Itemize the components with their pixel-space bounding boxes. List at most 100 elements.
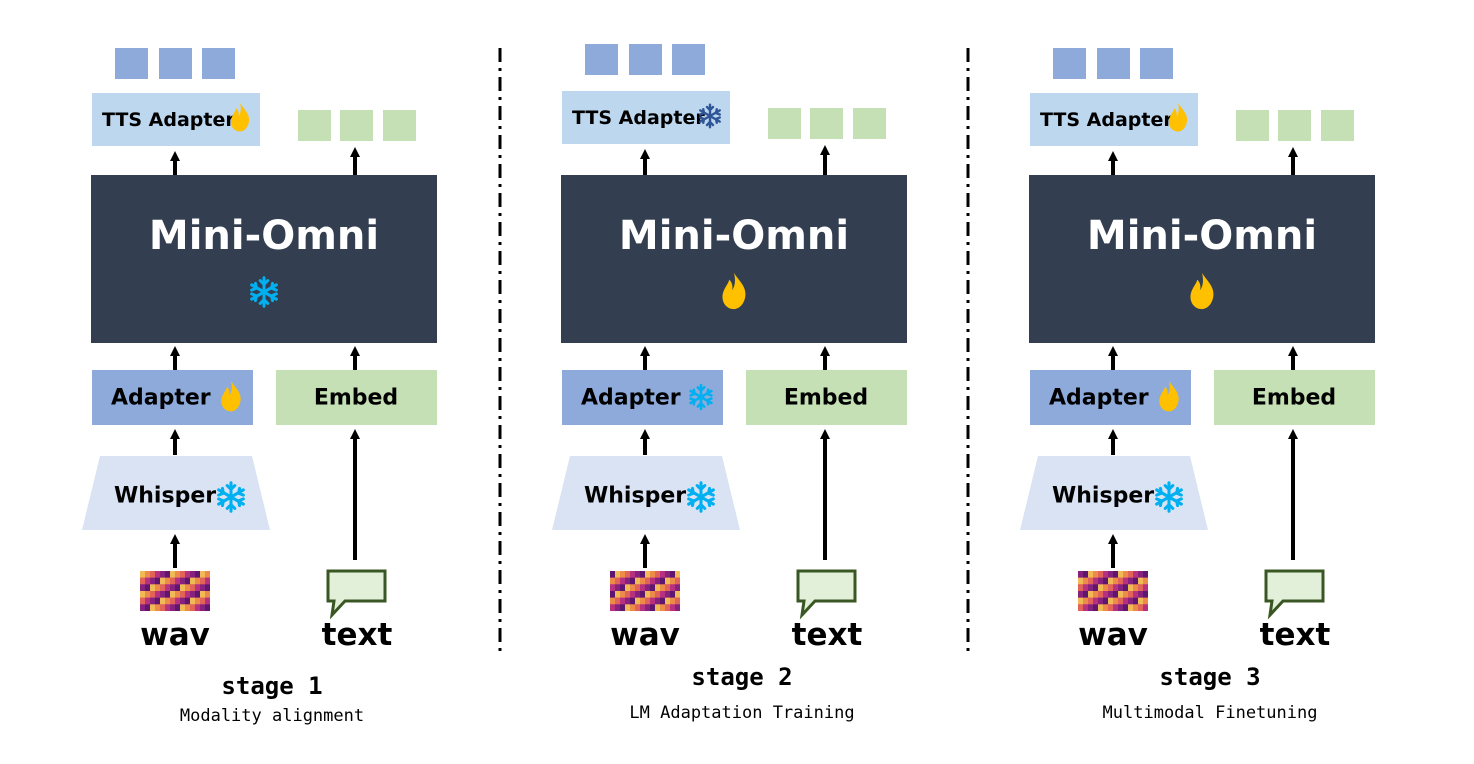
spectrogram-cell bbox=[180, 571, 185, 578]
spectrogram-cell bbox=[195, 604, 200, 612]
spectrogram-cell bbox=[190, 577, 195, 585]
spectrogram-cell bbox=[665, 584, 670, 592]
spectrogram-cell bbox=[620, 577, 625, 585]
text-token bbox=[1278, 110, 1311, 141]
tts-adapter-label: TTS Adapter bbox=[1040, 109, 1173, 131]
spectrogram-cell bbox=[1113, 577, 1118, 585]
spectrogram-cell bbox=[1128, 577, 1133, 585]
spectrogram-cell bbox=[610, 584, 615, 592]
spectrogram-cell bbox=[195, 591, 200, 598]
spectrogram-cell bbox=[175, 571, 180, 578]
spectrogram-cell bbox=[675, 571, 680, 578]
spectrogram-cell bbox=[185, 571, 190, 578]
spectrogram-cell bbox=[625, 584, 630, 592]
text-label: text bbox=[322, 617, 393, 653]
spectrogram-cell bbox=[165, 584, 170, 592]
text-token bbox=[383, 110, 416, 141]
spectrogram-cell bbox=[645, 597, 650, 605]
audio-token bbox=[629, 44, 662, 75]
spectrogram-cell bbox=[625, 571, 630, 578]
spectrogram-cell bbox=[190, 584, 195, 592]
stage-subtitle: Multimodal Finetuning bbox=[1103, 703, 1318, 723]
stage-title: stage 1 bbox=[221, 672, 322, 700]
spectrogram-cell bbox=[1123, 591, 1128, 598]
spectrogram-cell bbox=[185, 577, 190, 585]
text-token bbox=[768, 108, 801, 139]
spectrogram-cell bbox=[640, 604, 645, 612]
spectrogram-cell bbox=[160, 591, 165, 598]
text-label: text bbox=[1260, 617, 1331, 653]
spectrogram-cell bbox=[1143, 591, 1148, 598]
text-token bbox=[1236, 110, 1269, 141]
mini-omni-core bbox=[91, 175, 437, 343]
spectrogram-cell bbox=[650, 597, 655, 605]
spectrogram-cell bbox=[140, 571, 145, 578]
spectrogram-cell bbox=[195, 571, 200, 578]
wav-label: wav bbox=[1078, 617, 1148, 653]
spectrogram-cell bbox=[1103, 584, 1108, 592]
mini-omni-label: Mini-Omni bbox=[1087, 213, 1317, 259]
spectrogram-cell bbox=[155, 604, 160, 612]
stage-subtitle: LM Adaptation Training bbox=[629, 703, 854, 723]
embed-label: Embed bbox=[314, 386, 398, 411]
spectrogram-cell bbox=[175, 577, 180, 585]
whisper-label: Whisper bbox=[114, 484, 216, 509]
spectrogram-cell bbox=[610, 571, 615, 578]
spectrogram-icon bbox=[140, 571, 210, 612]
mini-omni-label: Mini-Omni bbox=[149, 213, 379, 259]
spectrogram-cell bbox=[620, 591, 625, 598]
spectrogram-cell bbox=[1113, 604, 1118, 612]
mini-omni-core bbox=[1029, 175, 1375, 343]
spectrogram-cell bbox=[655, 591, 660, 598]
spectrogram-cell bbox=[670, 591, 675, 598]
spectrogram-cell bbox=[1078, 604, 1083, 612]
spectrogram-cell bbox=[155, 597, 160, 605]
spectrogram-cell bbox=[1088, 571, 1093, 578]
spectrogram-cell bbox=[635, 597, 640, 605]
spectrogram-cell bbox=[1138, 597, 1143, 605]
stage-subtitle: Modality alignment bbox=[180, 706, 364, 726]
audio-token bbox=[585, 44, 618, 75]
spectrogram-cell bbox=[145, 597, 150, 605]
spectrogram-cell bbox=[1138, 604, 1143, 612]
spectrogram-cell bbox=[670, 604, 675, 612]
spectrogram-cell bbox=[630, 591, 635, 598]
spectrogram-cell bbox=[645, 604, 650, 612]
spectrogram-cell bbox=[630, 584, 635, 592]
spectrogram-cell bbox=[155, 571, 160, 578]
spectrogram-cell bbox=[1088, 577, 1093, 585]
spectrogram-cell bbox=[1103, 591, 1108, 598]
spectrogram-cell bbox=[640, 591, 645, 598]
text-token bbox=[1321, 110, 1354, 141]
embed-label: Embed bbox=[1252, 386, 1336, 411]
spectrogram-cell bbox=[180, 591, 185, 598]
spectrogram-cell bbox=[670, 571, 675, 578]
spectrogram-cell bbox=[1093, 591, 1098, 598]
spectrogram-cell bbox=[635, 584, 640, 592]
spectrogram-cell bbox=[1123, 584, 1128, 592]
spectrogram-cell bbox=[1078, 591, 1083, 598]
spectrogram-cell bbox=[610, 604, 615, 612]
spectrogram-cell bbox=[615, 571, 620, 578]
spectrogram-cell bbox=[675, 584, 680, 592]
wav-label: wav bbox=[610, 617, 680, 653]
spectrogram-icon bbox=[1078, 571, 1148, 612]
text-token bbox=[340, 110, 373, 141]
spectrogram-cell bbox=[205, 604, 210, 612]
spectrogram-cell bbox=[1083, 577, 1088, 585]
spectrogram-cell bbox=[185, 584, 190, 592]
spectrogram-cell bbox=[620, 597, 625, 605]
spectrogram-cell bbox=[670, 577, 675, 585]
spectrogram-cell bbox=[140, 597, 145, 605]
spectrogram-cell bbox=[1093, 571, 1098, 578]
spectrogram-cell bbox=[1143, 597, 1148, 605]
spectrogram-cell bbox=[660, 584, 665, 592]
spectrogram-cell bbox=[165, 577, 170, 585]
spectrogram-cell bbox=[160, 597, 165, 605]
spectrogram-cell bbox=[180, 584, 185, 592]
spectrogram-cell bbox=[155, 584, 160, 592]
